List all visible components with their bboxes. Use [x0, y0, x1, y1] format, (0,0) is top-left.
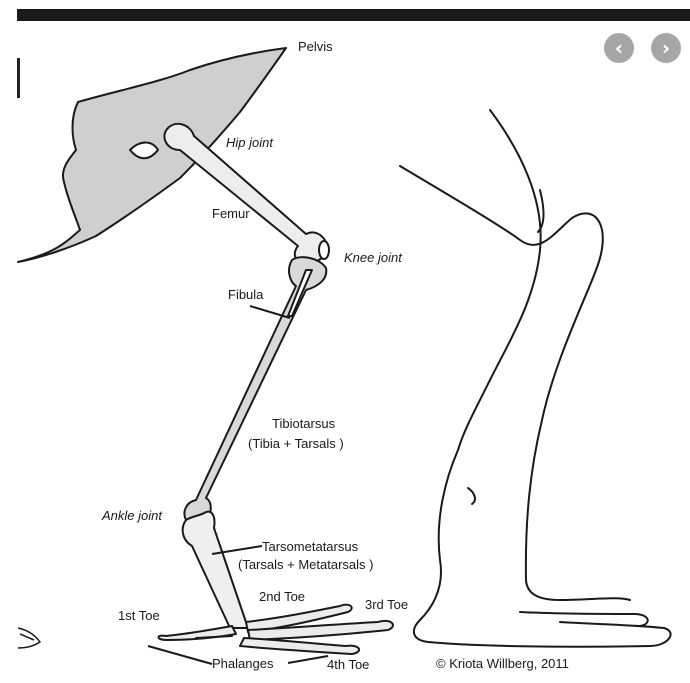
label-toe-1: 1st Toe — [118, 608, 160, 623]
label-tarsometatarsus-sub: (Tarsals + Metatarsals ) — [238, 557, 373, 572]
edge-fragment — [18, 628, 40, 648]
label-tarsometatarsus: Tarsometatarsus — [262, 539, 358, 554]
label-toe-2: 2nd Toe — [259, 589, 305, 604]
label-knee-joint: Knee joint — [344, 250, 402, 265]
human-leg-outline — [400, 110, 671, 647]
label-pelvis: Pelvis — [298, 39, 333, 54]
label-toe-4: 4th Toe — [327, 657, 369, 672]
label-hip-joint: Hip joint — [226, 135, 273, 150]
label-ankle-joint: Ankle joint — [102, 508, 162, 523]
label-tibiotarsus-sub: (Tibia + Tarsals ) — [248, 436, 344, 451]
label-tibiotarsus: Tibiotarsus — [272, 416, 335, 431]
label-phalanges: Phalanges — [212, 656, 273, 671]
toe-4-bone — [240, 638, 359, 654]
label-toe-3: 3rd Toe — [365, 597, 408, 612]
label-fibula: Fibula — [228, 287, 263, 302]
label-femur: Femur — [212, 206, 250, 221]
credit-text: © Kriota Willberg, 2011 — [436, 656, 569, 671]
